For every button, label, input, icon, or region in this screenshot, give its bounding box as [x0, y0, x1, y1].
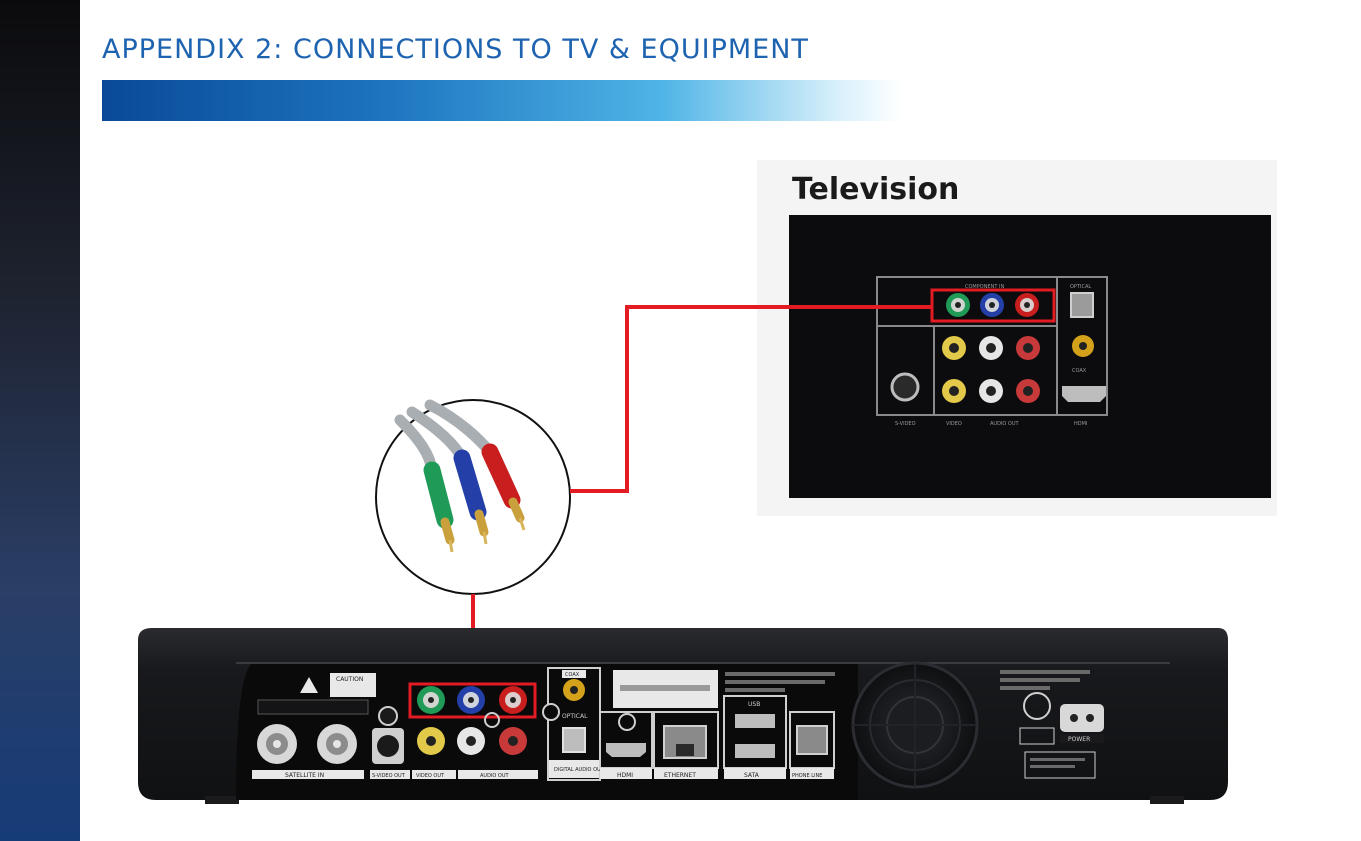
- tv-hdmi-port: [1062, 386, 1106, 402]
- tv-heading: Television: [792, 172, 959, 207]
- tv-label-coax: COAX: [1072, 368, 1087, 374]
- label-phone-line: PHONE LINE: [792, 773, 822, 779]
- component-cable-callout: [376, 400, 570, 594]
- label-ethernet: ETHERNET: [664, 772, 696, 779]
- label-video-out: VIDEO OUT: [416, 773, 445, 779]
- label-power: POWER: [1068, 736, 1090, 743]
- caution-text: CAUTION: [336, 676, 363, 683]
- label-coax: COAX: [565, 672, 580, 678]
- label-audio-out: AUDIO OUT: [480, 773, 510, 779]
- label-svideo-out: S-VIDEO OUT: [372, 773, 406, 779]
- television-group: Television COMPONENT IN OPTICAL COAX S-V…: [757, 160, 1277, 516]
- tv-label-svideo: S-VIDEO: [895, 421, 916, 427]
- receiver-power-port: [1060, 704, 1104, 732]
- label-sata: SATA: [744, 772, 760, 779]
- tv-svideo-port: [892, 374, 918, 400]
- tv-label-video: VIDEO: [946, 421, 962, 427]
- receiver-hdmi-port: [606, 743, 646, 757]
- label-satellite-in: SATELLITE IN: [285, 772, 324, 779]
- label-digital-audio-out: DIGITAL AUDIO OUT: [554, 767, 605, 773]
- receiver-usb-port: [735, 714, 775, 728]
- tv-component-jacks: [946, 293, 1039, 317]
- tv-optical-port: [1071, 293, 1093, 317]
- label-hdmi: HDMI: [617, 772, 633, 779]
- tv-label-optical: OPTICAL: [1070, 284, 1091, 290]
- receiver-optical-port: [563, 728, 585, 752]
- receiver-sata-port: [735, 744, 775, 758]
- tv-label-hdmi: HDMI: [1074, 421, 1087, 427]
- receiver-phone-line-port: [797, 726, 827, 754]
- label-usb: USB: [748, 701, 760, 708]
- tv-label-audio-out: AUDIO OUT: [990, 421, 1020, 427]
- receiver-component-jacks: [417, 686, 527, 714]
- label-optical: OPTICAL: [562, 713, 588, 720]
- receiver-group: CAUTION SATELLITE IN S-VIDEO OUT VIDEO O…: [138, 628, 1228, 804]
